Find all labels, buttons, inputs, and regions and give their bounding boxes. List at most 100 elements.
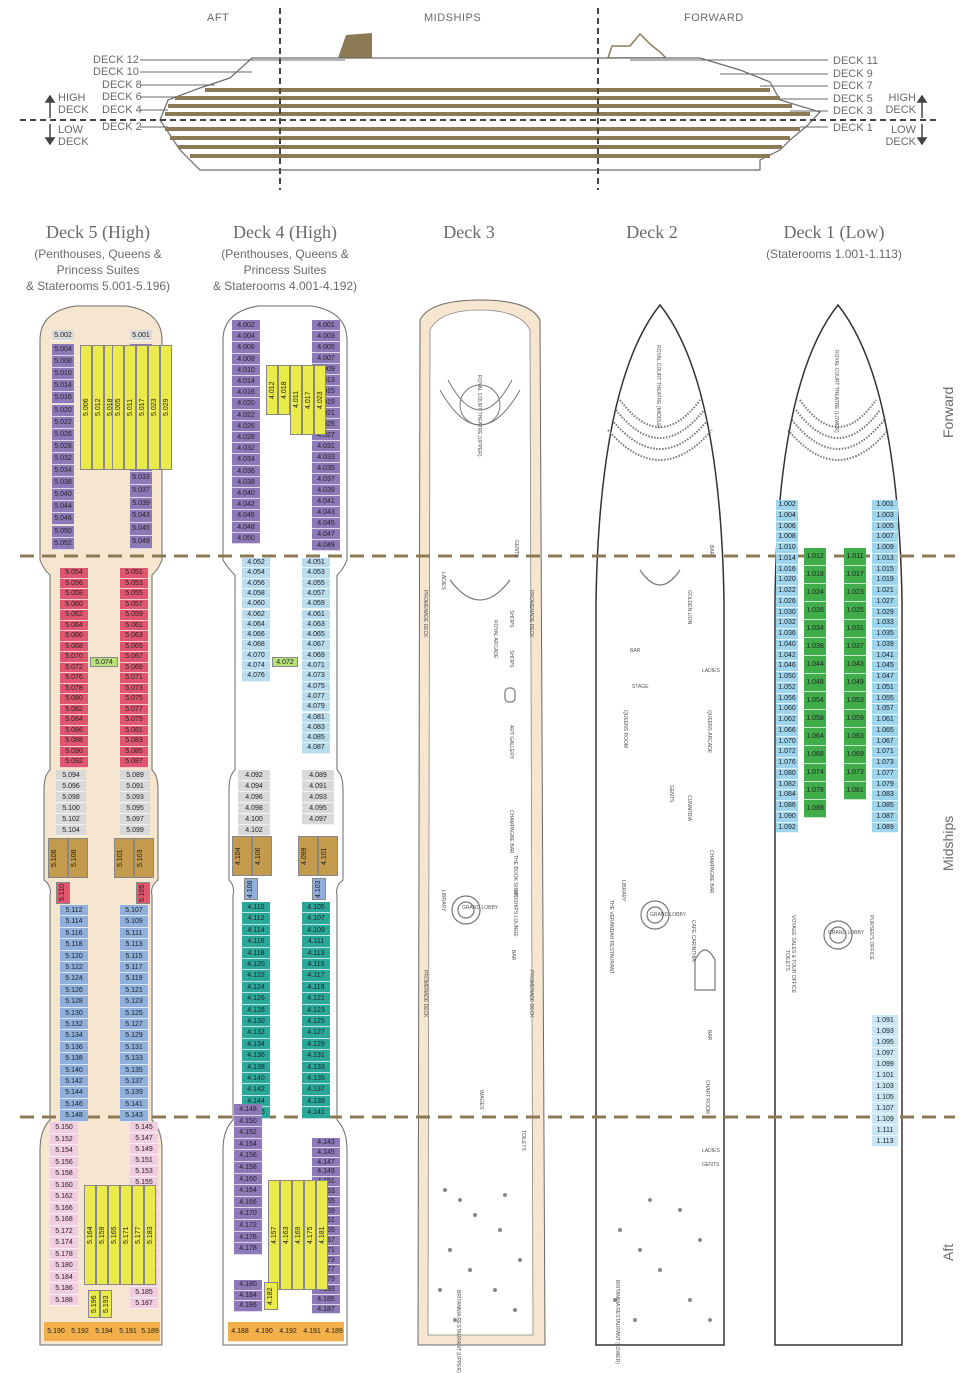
cabin: 1.065 bbox=[872, 725, 898, 737]
cabin: 4.145 bbox=[312, 1147, 340, 1158]
low-deck-left: LOW DECK bbox=[58, 124, 89, 148]
cabin: 5.184 bbox=[50, 1271, 78, 1283]
cabin: 5.100 bbox=[56, 803, 86, 814]
cabin: 4.096 bbox=[238, 792, 270, 803]
cabin: 4.192 bbox=[276, 1322, 300, 1342]
deck3-book-shop-label: THE BOOK SHOP bbox=[512, 855, 518, 897]
cabin: 5.097 bbox=[120, 814, 150, 825]
deck2-cunardia-label: CUNARDIA bbox=[686, 795, 692, 822]
deck3-gents-label: GENTS bbox=[513, 540, 519, 558]
deck3-promenade-label: PROMENADE DECK bbox=[422, 590, 428, 638]
cabin: 5.023 bbox=[148, 345, 160, 470]
cabin: 5.121 bbox=[120, 984, 148, 997]
deck3-library-label: LIBRARY bbox=[440, 890, 446, 912]
cabin: 4.020 bbox=[232, 398, 260, 410]
cabin: 4.033 bbox=[312, 452, 340, 463]
cabin: 4.105 bbox=[302, 902, 330, 914]
deck3-grand-lobby-label: GRAND LOBBY bbox=[462, 905, 499, 911]
cabin: 5.122 bbox=[60, 962, 88, 974]
cabin: 1.053 bbox=[844, 692, 866, 710]
cabin: 4.023 bbox=[314, 365, 326, 435]
cabin: 1.037 bbox=[844, 638, 866, 656]
deck1-theatre-label: ROYAL COURT THEATRE (LOWER) bbox=[833, 350, 839, 433]
cabin: 4.026 bbox=[232, 420, 260, 432]
cabin: 4.189 bbox=[324, 1322, 344, 1342]
cabin: 4.141 bbox=[302, 1107, 330, 1119]
cabin: 4.001 bbox=[312, 320, 340, 331]
cabin: 4.076 bbox=[242, 671, 270, 682]
cabin: 4.163 bbox=[280, 1180, 292, 1290]
cabin: 5.067 bbox=[120, 652, 148, 663]
cabin: 5.123 bbox=[120, 996, 148, 1008]
deck3-britannia-label: BRITANNIA RESTAURANT (UPPER) bbox=[455, 1290, 461, 1373]
sub-line: Princess Suites bbox=[56, 263, 140, 277]
deck1-title: Deck 1 (Low) bbox=[783, 222, 885, 242]
cabin: 4.097 bbox=[302, 814, 334, 825]
cabin: 5.061 bbox=[120, 620, 148, 631]
cabin: 1.074 bbox=[804, 764, 826, 782]
cabin: 4.022 bbox=[232, 409, 260, 421]
cabin: 1.004 bbox=[776, 510, 798, 522]
cabin: 5.185 bbox=[130, 1287, 158, 1298]
cabin: 5.080 bbox=[60, 694, 88, 705]
ship-profile bbox=[20, 8, 940, 190]
cabin: 5.126 bbox=[60, 984, 88, 997]
section-midships-label: MIDSHIPS bbox=[424, 12, 482, 24]
cabin: 5.172 bbox=[50, 1225, 78, 1237]
deck4-subtitle: (Penthouses, Queens &Princess Suites& St… bbox=[190, 246, 380, 294]
cabin: 4.114 bbox=[242, 924, 270, 937]
cabin: 4.138 bbox=[242, 1061, 270, 1073]
cabin: 4.061 bbox=[302, 609, 330, 620]
cabin: 4.043 bbox=[312, 507, 340, 518]
cabin: 5.168 bbox=[50, 1214, 78, 1226]
cabin: 4.127 bbox=[302, 1027, 330, 1039]
cabin: 4.117 bbox=[302, 970, 330, 982]
cabin: 5.055 bbox=[120, 589, 148, 600]
cabin: 5.150 bbox=[50, 1122, 78, 1134]
cabin: 5.062 bbox=[60, 610, 88, 621]
cabin: 4.152 bbox=[234, 1127, 262, 1139]
cabin: 4.009 bbox=[312, 364, 340, 375]
cabin: 5.010 bbox=[52, 368, 74, 381]
cabin: 4.069 bbox=[302, 650, 330, 661]
cabin: 5.158 bbox=[50, 1168, 78, 1180]
cabin: 5.058 bbox=[60, 589, 88, 600]
cabin: 5.136 bbox=[60, 1041, 88, 1054]
cabin: 4.111 bbox=[302, 936, 330, 948]
deck2-stage-label: STAGE bbox=[632, 684, 649, 690]
cabin: 1.063 bbox=[844, 728, 866, 746]
cabin: 4.006 bbox=[232, 342, 260, 354]
deck3-promenade-label: PROMENADE DECK bbox=[528, 970, 534, 1018]
cabin: 1.055 bbox=[872, 693, 898, 705]
cabin: 1.034 bbox=[804, 620, 826, 638]
cabin: 1.059 bbox=[844, 710, 866, 728]
cabin: 4.142 bbox=[242, 1084, 270, 1096]
cabin: 4.102 bbox=[238, 825, 270, 836]
cabin: 4.136 bbox=[242, 1050, 270, 1062]
cabin: 1.076 bbox=[776, 758, 798, 769]
cabin: 5.063 bbox=[120, 631, 148, 642]
cabin: 1.007 bbox=[872, 532, 898, 543]
cabin: 1.087 bbox=[872, 811, 898, 823]
cabin: 5.190 bbox=[44, 1322, 68, 1342]
cabin: 4.095 bbox=[302, 803, 334, 814]
deck3-midships-lounge-label: MIDSHIPS LOUNGE bbox=[512, 890, 518, 937]
cabin: 4.187 bbox=[312, 1304, 340, 1315]
cabin: 5.156 bbox=[50, 1156, 78, 1168]
cabin: 5.108 bbox=[68, 838, 88, 878]
cabin: 4.182 bbox=[264, 1282, 278, 1310]
cabin: 5.151 bbox=[130, 1155, 158, 1166]
cabin: 4.063 bbox=[302, 619, 330, 631]
cabin: 5.087 bbox=[120, 757, 148, 768]
cabin: 4.005 bbox=[312, 342, 340, 353]
cabin: 5.083 bbox=[120, 736, 148, 747]
deck3-toilets-label: TOILETS bbox=[520, 1130, 526, 1151]
cabin: 5.002 bbox=[52, 330, 74, 341]
cabin: 4.124 bbox=[242, 981, 270, 994]
cabin: 1.032 bbox=[776, 618, 798, 629]
cabin: 5.004 bbox=[52, 344, 74, 357]
cabin: 5.050 bbox=[52, 525, 74, 538]
deck5-title: Deck 5 (High) bbox=[46, 222, 150, 242]
deck-label-left: DECK 10 bbox=[93, 66, 139, 78]
cabin: 5.124 bbox=[60, 973, 88, 985]
